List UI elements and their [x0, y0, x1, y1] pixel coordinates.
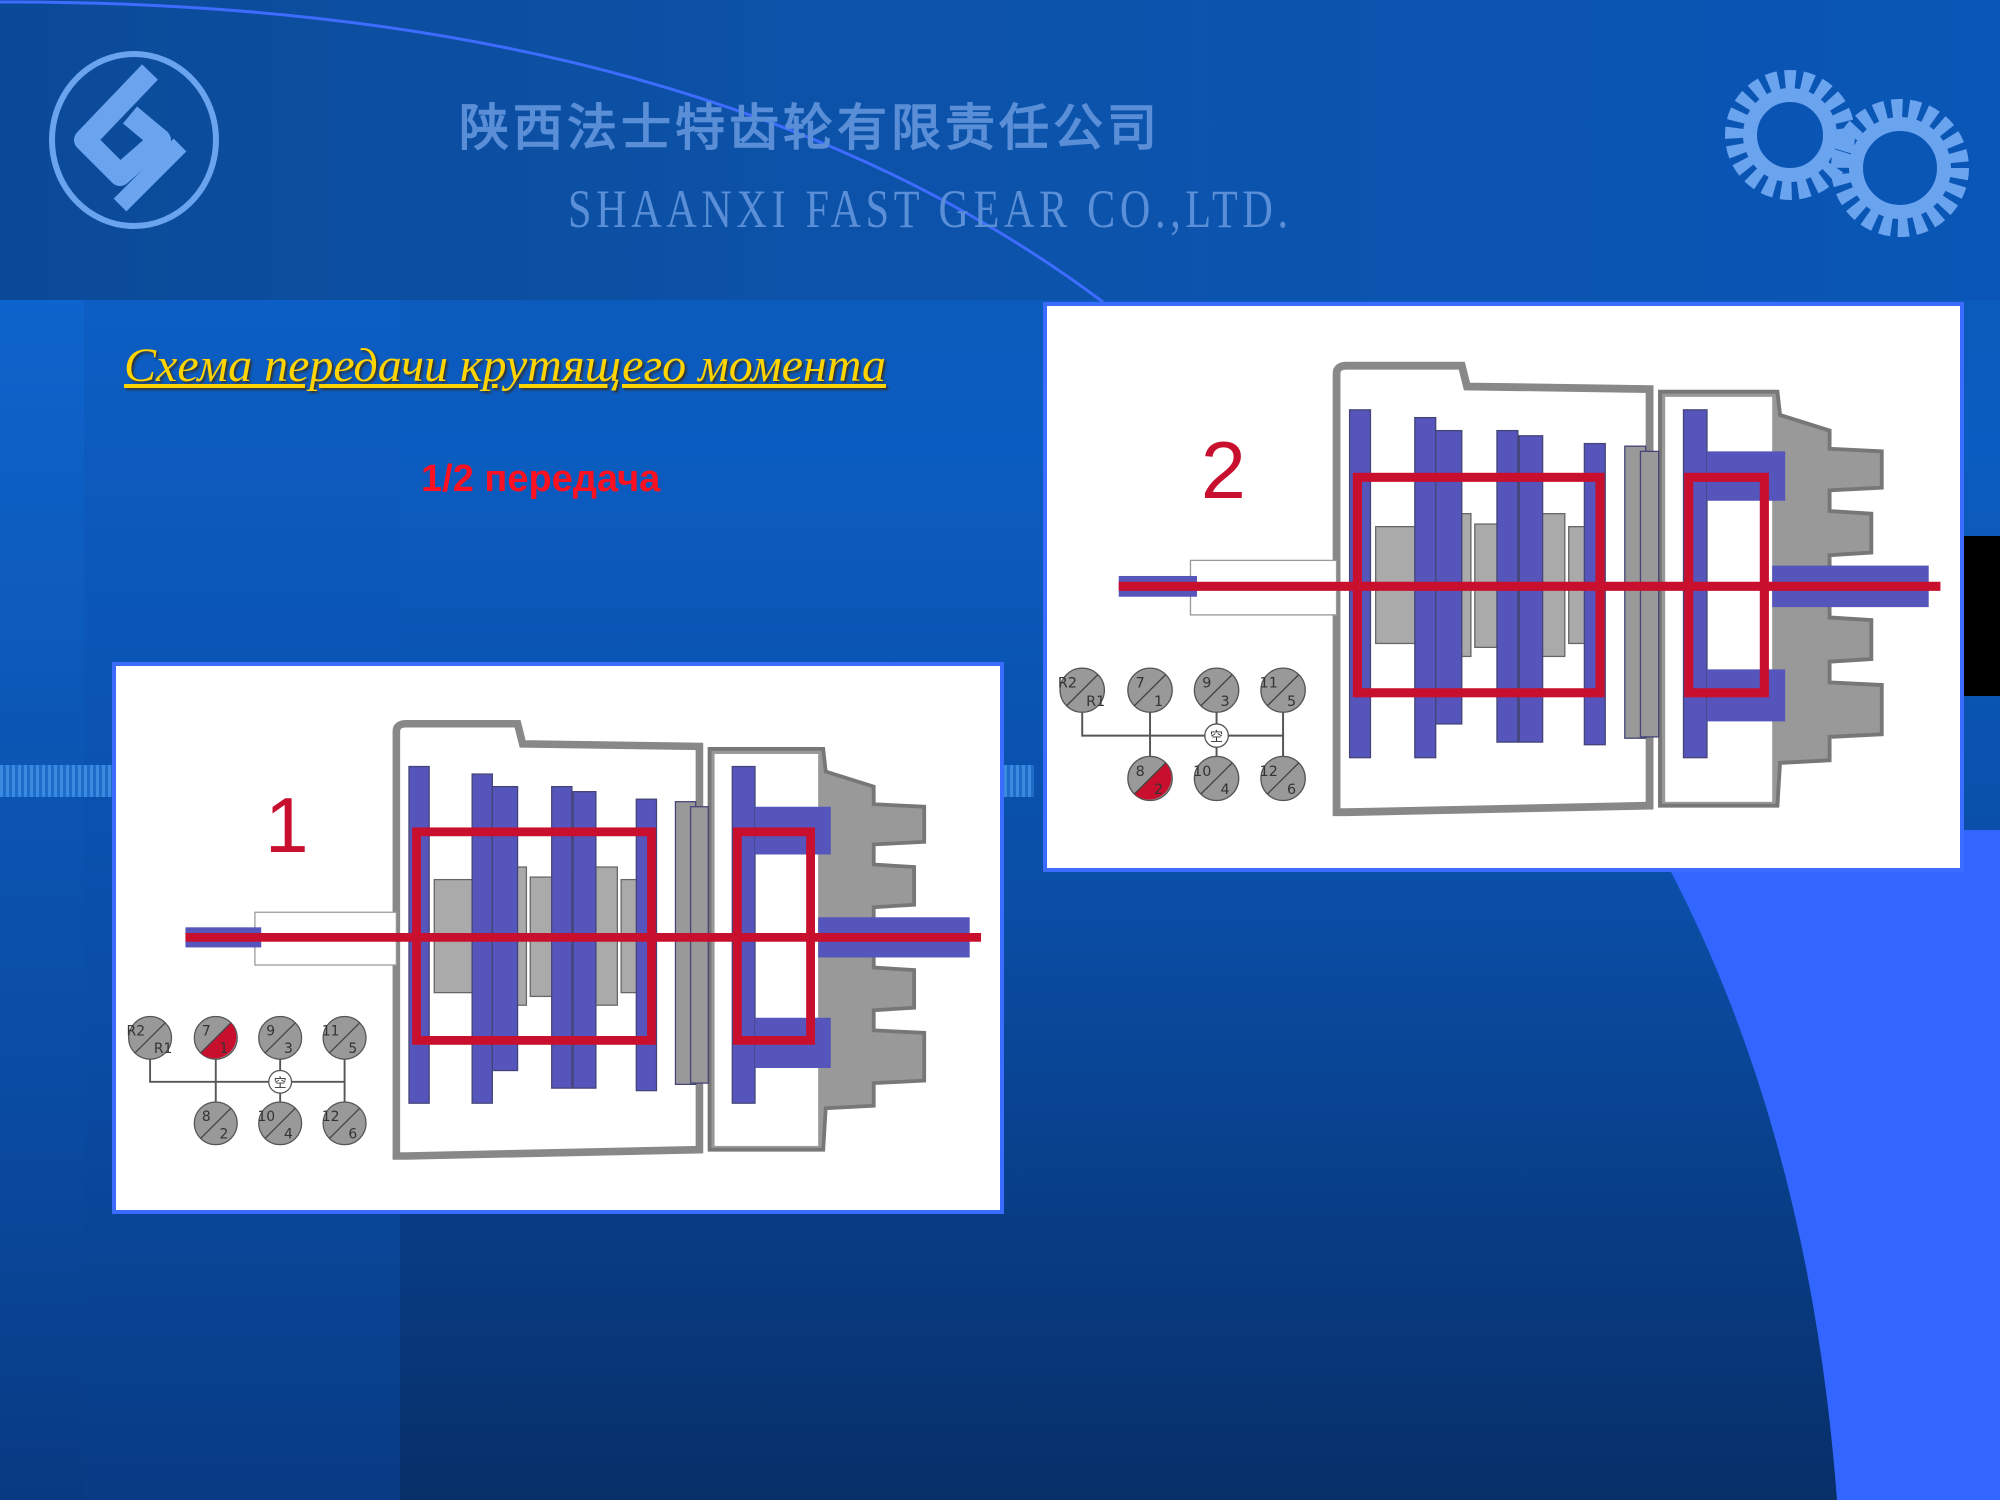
shift-label-lower: 6	[1287, 782, 1296, 798]
shift-position-divider	[1133, 762, 1167, 795]
shift-label-upper: 10	[1193, 764, 1211, 780]
shift-label-upper: 10	[257, 1109, 275, 1125]
shift-label-upper: 9	[266, 1023, 275, 1039]
neutral-label: 空	[274, 1075, 287, 1090]
shift-pattern-lines	[149, 1037, 346, 1124]
shift-label-lower: 5	[1287, 694, 1296, 710]
shift-position-divider	[200, 1022, 232, 1054]
shift-label-lower: 3	[284, 1041, 293, 1057]
shift-label-upper: 12	[322, 1109, 340, 1125]
shift-position: 82	[1127, 755, 1173, 802]
neutral-position	[268, 1069, 293, 1094]
neutral-label: 空	[1210, 730, 1223, 745]
shift-position: 10 4	[1193, 755, 1240, 802]
shift-label-lower: 6	[348, 1126, 357, 1142]
neutral-position	[1204, 723, 1229, 748]
shift-position: 12 6	[1260, 755, 1306, 802]
decorative-bar	[1964, 536, 2000, 696]
shift-pattern-lines	[1081, 690, 1285, 779]
shift-label-upper: 9	[1202, 676, 1211, 692]
engaged-highlight	[200, 1022, 237, 1059]
shift-label-lower: 1	[220, 1041, 229, 1057]
slide-title: Схема передачи крутящего момента	[124, 339, 886, 392]
shift-position-divider	[1200, 674, 1233, 707]
decorative-stripe	[1004, 765, 1034, 797]
shift-label-lower: 2	[220, 1126, 229, 1142]
shift-label-upper: 8	[1136, 764, 1145, 780]
shift-label-upper: 8	[202, 1109, 211, 1125]
company-name-english: SHAANXI FAST GEAR CO.,LTD.	[568, 179, 1293, 239]
shift-label-upper: 7	[202, 1023, 211, 1039]
shift-label-lower: R1	[1086, 694, 1105, 710]
shift-label-upper: R2	[127, 1023, 145, 1039]
shift-position-divider	[264, 1107, 296, 1139]
gear-number-label: 1	[265, 781, 309, 869]
gear-number-label: 2	[1201, 426, 1246, 516]
gear	[689, 806, 709, 1084]
shift-position-divider	[200, 1107, 232, 1139]
shift-position-divider	[1066, 674, 1099, 707]
company-name-chinese: 陕西法士特齿轮有限责任公司	[459, 99, 1161, 157]
shift-position-divider	[328, 1107, 361, 1139]
slide-subtitle: 1/2 передача	[421, 458, 661, 500]
shift-label-lower: 2	[1154, 782, 1163, 798]
shift-position-divider	[1266, 762, 1300, 795]
shift-position: 93	[258, 1015, 303, 1060]
shift-label-upper: R2	[1058, 676, 1077, 692]
engaged-highlight	[1134, 762, 1172, 800]
shift-position: 93	[1193, 667, 1240, 713]
shift-position: 11 5	[322, 1015, 367, 1060]
shift-position-divider	[1266, 674, 1300, 707]
shift-position: 82	[193, 1101, 238, 1146]
shift-label-lower: R1	[154, 1041, 172, 1057]
shift-position-divider	[1133, 674, 1167, 707]
shift-label-upper: 11	[1260, 676, 1278, 692]
shift-position: 71	[193, 1015, 238, 1060]
shift-position: 12 6	[322, 1101, 367, 1146]
shift-label-lower: 5	[348, 1041, 357, 1057]
shift-label-lower: 4	[284, 1126, 293, 1142]
decorative-swoosh	[1671, 830, 2000, 1500]
shift-label-lower: 4	[1220, 782, 1229, 798]
shift-position: 71	[1127, 667, 1173, 713]
shift-position-divider	[1200, 762, 1233, 795]
shift-label-lower: 1	[1154, 694, 1163, 710]
shift-position-divider	[264, 1022, 296, 1054]
shift-label-upper: 12	[1260, 764, 1278, 780]
shift-position-divider	[134, 1022, 166, 1054]
shift-label-upper: 7	[1136, 676, 1145, 692]
shift-position: 10 4	[257, 1101, 303, 1146]
decorative-stripe	[0, 765, 112, 797]
background-column	[0, 300, 84, 1500]
shift-position: 11 5	[1260, 667, 1306, 713]
gear	[1639, 450, 1660, 738]
shift-label-lower: 3	[1220, 694, 1229, 710]
shift-label-upper: 11	[322, 1023, 340, 1039]
shift-position-divider	[328, 1022, 361, 1054]
